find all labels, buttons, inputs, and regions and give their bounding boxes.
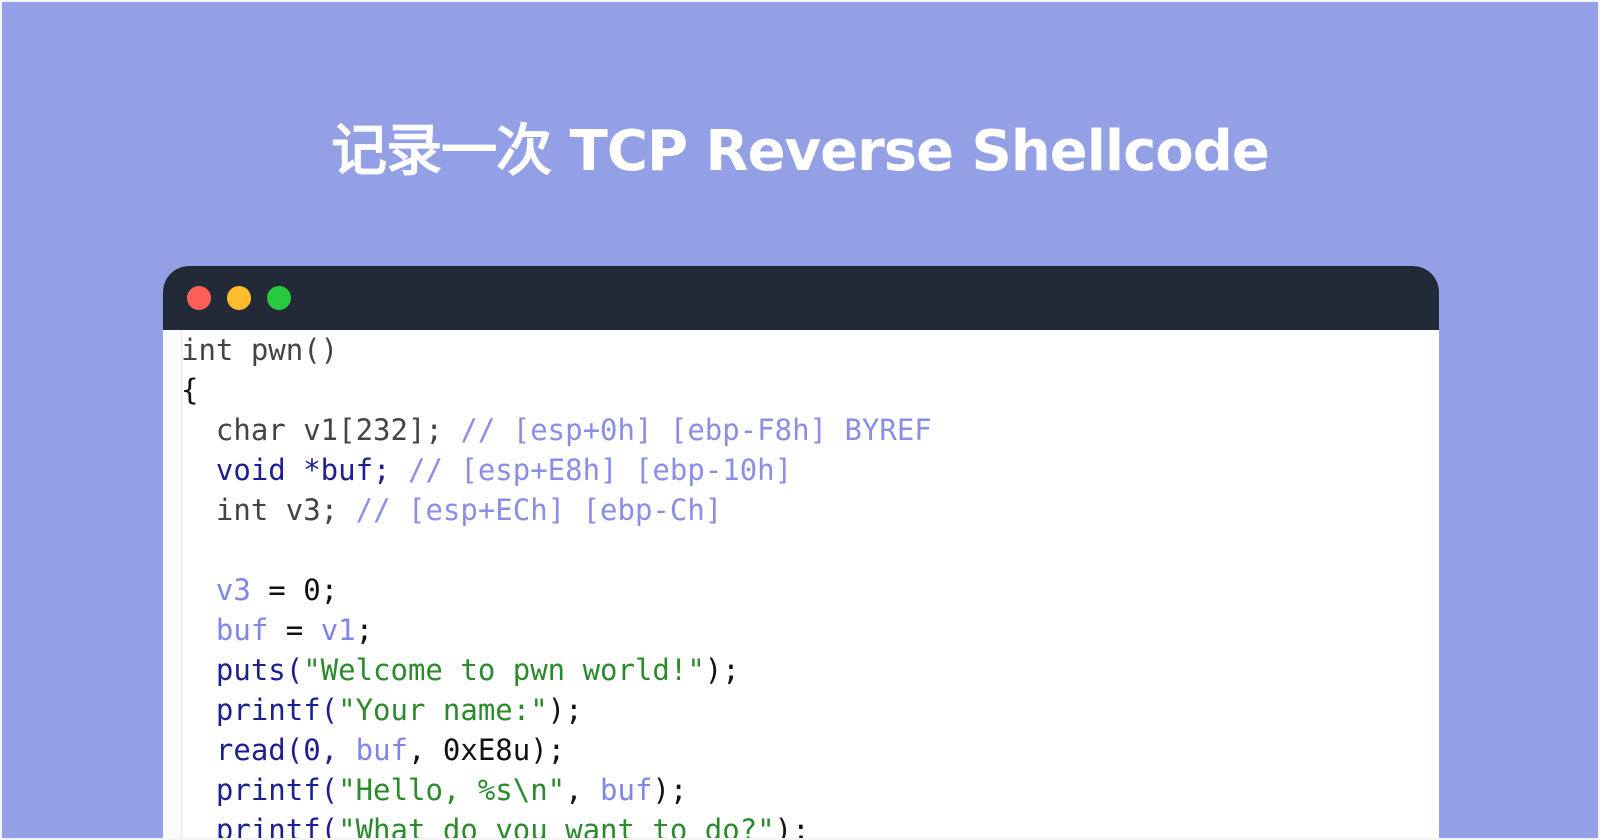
code-window: int pwn() { char v1[232]; // [esp+0h] [eb… <box>163 266 1439 840</box>
code-token: read(0, <box>181 733 356 767</box>
page-title: 记录一次 TCP Reverse Shellcode <box>331 119 1270 184</box>
code-token: buf <box>355 733 408 767</box>
code-token: { <box>181 373 199 407</box>
code-token: puts( <box>181 653 304 687</box>
code-token: , <box>565 773 601 807</box>
code-token: "Your name:" <box>338 693 548 727</box>
code-token: buf <box>181 613 269 647</box>
code-token: // [esp+ECh] [ebp-Ch] <box>355 493 723 527</box>
code-token: = <box>268 613 321 647</box>
code-token: , 0xE8u); <box>408 733 566 767</box>
code-line: printf("What do you want to do?"); <box>181 810 932 840</box>
code-block: int pwn() { char v1[232]; // [esp+0h] [eb… <box>181 330 932 840</box>
code-token: v3 <box>181 573 251 607</box>
code-token: ; <box>355 613 374 647</box>
code-line: int v3; // [esp+ECh] [ebp-Ch] <box>181 490 932 530</box>
code-token: printf( <box>181 773 339 807</box>
code-token: void *buf; <box>181 453 408 487</box>
code-token: v1 <box>320 613 356 647</box>
code-token: "Welcome to pwn world!" <box>303 653 705 687</box>
code-line: read(0, buf, 0xE8u); <box>181 730 932 770</box>
code-token: int pwn() <box>181 333 339 367</box>
code-line: printf("Your name:"); <box>181 690 932 730</box>
code-line: puts("Welcome to pwn world!"); <box>181 650 932 690</box>
code-line: buf = v1; <box>181 610 932 650</box>
code-token: ); <box>652 773 688 807</box>
code-token: ); <box>704 653 740 687</box>
code-token: "Hello, %s\n" <box>338 773 566 807</box>
code-token: char v1[232]; <box>181 413 461 447</box>
code-token: // [esp+0h] [ebp-F8h] BYREF <box>460 413 932 447</box>
code-token: printf( <box>181 693 339 727</box>
code-token: = 0; <box>250 573 339 607</box>
code-line: printf("Hello, %s\n", buf); <box>181 770 932 810</box>
code-token: "What do you want to do?" <box>338 813 775 840</box>
code-line: int pwn() <box>181 330 932 370</box>
maximize-button[interactable] <box>267 286 291 310</box>
code-token: printf( <box>181 813 339 840</box>
minimize-button[interactable] <box>227 286 251 310</box>
line-gutter <box>163 330 182 838</box>
window-titlebar <box>163 266 1439 330</box>
close-button[interactable] <box>187 286 211 310</box>
code-editor[interactable]: int pwn() { char v1[232]; // [esp+0h] [eb… <box>163 330 1439 840</box>
code-line <box>181 530 932 570</box>
code-line: { <box>181 370 932 410</box>
code-line: void *buf; // [esp+E8h] [ebp-10h] <box>181 450 932 490</box>
code-token: ); <box>774 813 810 840</box>
code-token: int v3; <box>181 493 356 527</box>
code-line: v3 = 0; <box>181 570 932 610</box>
code-token: buf <box>600 773 653 807</box>
code-token: // [esp+E8h] [ebp-10h] <box>407 453 793 487</box>
code-line: char v1[232]; // [esp+0h] [ebp-F8h] BYRE… <box>181 410 932 450</box>
code-token: ); <box>547 693 583 727</box>
